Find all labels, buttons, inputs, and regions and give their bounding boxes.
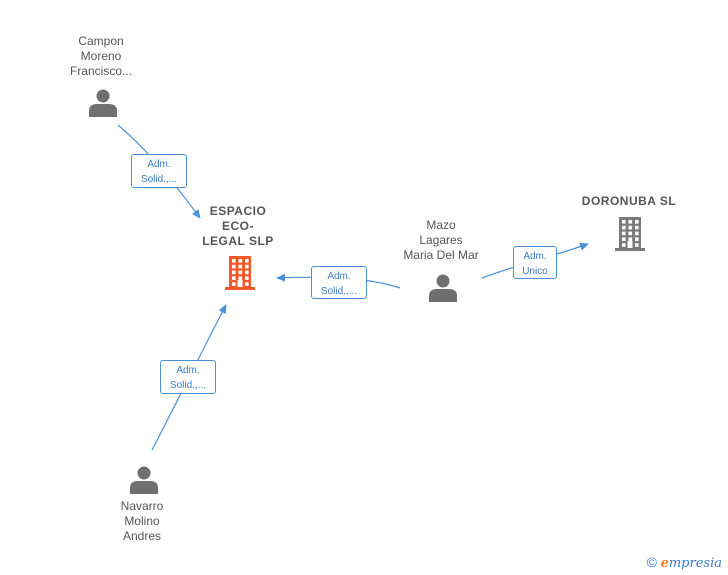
node-label-line: Molino bbox=[124, 514, 160, 528]
node-label-line: Andres bbox=[122, 529, 162, 543]
node-label-line: Francisco... bbox=[69, 64, 132, 78]
copyright-icon: © bbox=[646, 554, 657, 570]
building-icon[interactable] bbox=[615, 217, 645, 251]
edge-label-line: Solid.,... bbox=[320, 286, 358, 297]
node-label-line: DORONUBA SL bbox=[581, 194, 677, 208]
person-icon[interactable] bbox=[429, 274, 457, 303]
edge-label-line: Adm. bbox=[327, 271, 351, 282]
node-label-line: Maria Del Mar bbox=[403, 248, 479, 262]
edge-label-line: Solid.,... bbox=[140, 174, 178, 185]
node-label-line: ECO- bbox=[222, 219, 254, 233]
edge-label-line: Adm. bbox=[147, 159, 171, 170]
edge-label-line: Adm. bbox=[523, 251, 547, 262]
node-icons bbox=[89, 89, 645, 495]
brand-name: mpresia bbox=[668, 556, 722, 571]
node-label-line: Mazo bbox=[426, 218, 456, 232]
person-icon[interactable] bbox=[89, 89, 117, 118]
empresia-brand: © empresia bbox=[647, 554, 722, 571]
edge-label-line: Solid.,... bbox=[169, 380, 207, 391]
edge-label-campon[interactable]: Adm. Solid.,... bbox=[131, 154, 187, 188]
edge-label-mazo[interactable]: Adm. Unico bbox=[513, 246, 557, 279]
edge-label-mazo[interactable]: Adm. Solid.,... bbox=[311, 266, 367, 299]
edge-label-navarro[interactable]: Adm. Solid.,... bbox=[160, 360, 216, 394]
node-label-line: Moreno bbox=[80, 49, 122, 63]
node-label-doronuba[interactable]: DORONUBA SL bbox=[574, 194, 684, 209]
brand-e: e bbox=[660, 556, 669, 571]
edge-label-line: Unico bbox=[522, 266, 548, 277]
node-label-line: ESPACIO bbox=[209, 204, 267, 218]
person-icon[interactable] bbox=[130, 466, 158, 495]
node-label-line: Navarro bbox=[120, 499, 164, 513]
building-icon[interactable] bbox=[225, 256, 255, 290]
node-label-line: LEGAL SLP bbox=[202, 234, 274, 248]
node-label-line: Lagares bbox=[419, 233, 463, 247]
node-label-line: Campon bbox=[78, 34, 124, 48]
edge-label-line: Adm. bbox=[176, 365, 200, 376]
